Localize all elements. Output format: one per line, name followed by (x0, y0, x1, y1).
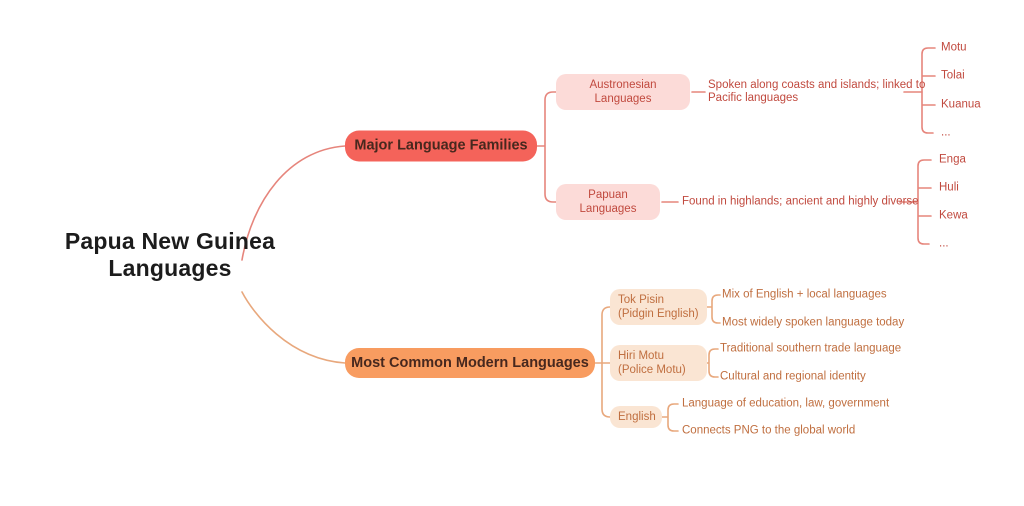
branch1-connectors (241, 47, 936, 261)
bracket-branch2-children (594, 306, 611, 418)
subnode-tok-pisin[interactable]: Tok Pisin (Pidgin English) (610, 289, 707, 325)
leaf-papuan-more[interactable]: ... (939, 237, 949, 250)
bracket-branch1-children (536, 91, 557, 203)
point-hirimotu-1[interactable]: Traditional southern trade language (720, 342, 902, 355)
note-papuan[interactable]: Found in highlands; ancient and highly d… (682, 195, 919, 208)
leaf-huli[interactable]: Huli (939, 181, 959, 194)
subnode-austronesian-languages[interactable]: Austronesian Languages (556, 74, 690, 110)
leaf-austronesian-more[interactable]: ... (941, 126, 951, 139)
point-tokpisin-2[interactable]: Most widely spoken language today (722, 316, 905, 329)
leaf-motu[interactable]: Motu (941, 41, 967, 54)
point-english-1[interactable]: Language of education, law, government (682, 397, 890, 410)
point-tokpisin-1[interactable]: Mix of English + local languages (722, 288, 887, 301)
note-austronesian[interactable]: Spoken along coasts and islands; linked … (708, 79, 926, 104)
leaf-enga[interactable]: Enga (939, 153, 966, 166)
curve-root-to-branch1 (241, 145, 346, 261)
branch-node-major-language-families[interactable]: Major Language Families (345, 130, 537, 161)
subnode-hiri-motu[interactable]: Hiri Motu (Police Motu) (610, 345, 707, 381)
branch-node-most-common-modern-languages[interactable]: Most Common Modern Languages (345, 348, 595, 378)
subnode-papuan-languages[interactable]: Papuan Languages (556, 184, 660, 220)
point-hirimotu-2[interactable]: Cultural and regional identity (720, 370, 866, 383)
root-node-title[interactable]: Papua New Guinea Languages (64, 228, 276, 281)
subnode-english[interactable]: English (610, 406, 662, 428)
leaf-tolai[interactable]: Tolai (941, 69, 965, 82)
leaf-kuanua[interactable]: Kuanua (941, 98, 981, 111)
curve-root-to-branch2 (241, 291, 346, 364)
point-english-2[interactable]: Connects PNG to the global world (682, 424, 856, 437)
leaf-kewa[interactable]: Kewa (939, 209, 968, 222)
bracket-papuan-leaves (917, 159, 932, 245)
bracket-austronesian-leaves (921, 47, 936, 134)
